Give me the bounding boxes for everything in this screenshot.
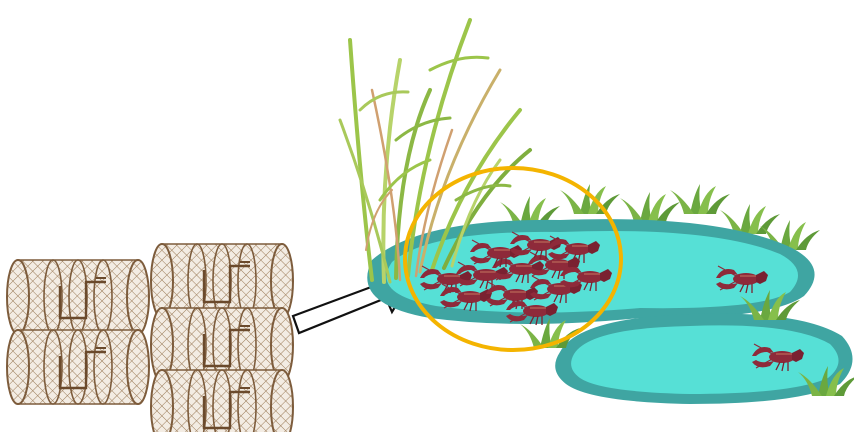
trap-stack-left <box>7 260 149 404</box>
crayfish-trap-icon <box>7 260 149 334</box>
crayfish-trap-icon <box>151 370 293 432</box>
crayfish-trap-icon <box>7 330 149 404</box>
trap-stack-right <box>151 244 293 432</box>
pond-icon <box>340 20 854 404</box>
crayfish-trap-icon <box>151 244 293 318</box>
